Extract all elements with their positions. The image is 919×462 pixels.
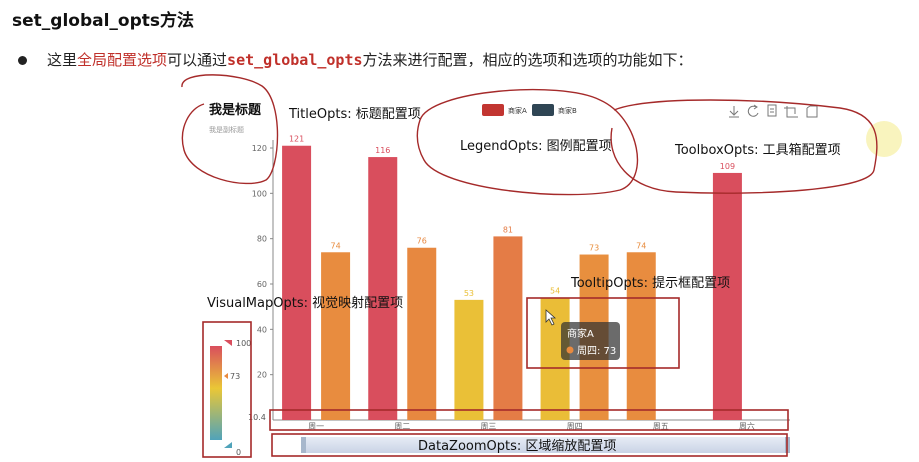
x-tick-label: 周六 — [739, 421, 755, 431]
bars-group: 121 74 116 76 53 81 54 73 74 109 — [282, 135, 742, 421]
y-tick-label: 40 — [257, 325, 267, 334]
toolbox[interactable] — [729, 104, 818, 118]
y-tick-label: 100 — [252, 189, 267, 198]
bar-data-label: 81 — [503, 225, 513, 234]
bar-商家B-周一[interactable] — [321, 252, 351, 420]
x-tick-label: 周五 — [653, 422, 669, 431]
intro-bullet: 这里全局配置选项可以通过set_global_opts方法来进行配置，相应的选项… — [18, 49, 693, 70]
bar-data-label: 74 — [636, 241, 646, 250]
datazoom-annotation-box — [271, 433, 788, 457]
bar-data-label: 121 — [289, 135, 304, 144]
bar-data-label: 76 — [417, 237, 427, 246]
cursor-hand-icon — [545, 309, 557, 326]
x-tick-label: 周一 — [308, 422, 324, 431]
data-zoom-track[interactable] — [305, 437, 790, 453]
visual-map[interactable]: 100 73 0 — [210, 339, 251, 457]
tooltip: 商家A 周四: 73 — [561, 322, 620, 360]
bar-data-label: 73 — [589, 244, 599, 253]
bullet-dot-icon — [18, 56, 27, 65]
legend-label-b[interactable]: 商家B — [558, 106, 577, 115]
visual-map-bar — [210, 346, 222, 440]
bar-data-label: 74 — [330, 241, 340, 250]
y-tick-label: 60 — [257, 280, 267, 289]
visual-map-low-handle[interactable] — [224, 442, 232, 448]
tooltip-series: 商家A — [567, 327, 594, 340]
axis-extra-label: 10.4 — [248, 413, 266, 422]
tooltip-value: 周四: 73 — [577, 345, 616, 357]
tooltip-box — [561, 322, 620, 360]
visualmap-opts-label: VisualMapOpts: 视觉映射配置项 — [207, 295, 403, 311]
chart-legend[interactable]: 商家A 商家B — [482, 104, 577, 116]
tooltip-opts-label: TooltipOpts: 提示框配置项 — [570, 275, 730, 291]
legend-label-a[interactable]: 商家A — [508, 106, 527, 115]
visualmap-annotation-box — [202, 321, 252, 458]
restore-icon[interactable] — [806, 105, 818, 118]
bar-商家B-周二[interactable] — [407, 247, 437, 420]
bullet-suffix: 方法来进行配置，相应的选项和选项的功能如下： — [362, 51, 693, 69]
x-axis-labels: 周一 周二 周三 周四 周五 周六 — [308, 421, 755, 431]
y-tick-label: 20 — [257, 371, 267, 380]
bar-data-label: 54 — [550, 287, 560, 296]
bar-data-label: 53 — [464, 289, 474, 298]
toolbox-opts-label: ToolboxOpts: 工具箱配置项 — [674, 142, 841, 158]
datazoom-opts-label: DataZoomOpts: 区域缩放配置项 — [418, 438, 616, 454]
bar-商家A-周一[interactable] — [282, 145, 312, 420]
visual-map-high-label: 100 — [236, 339, 251, 348]
bullet-prefix: 这里 — [47, 51, 78, 69]
title-annotation-loop — [181, 74, 279, 185]
zoom-icon[interactable] — [784, 106, 798, 118]
visual-map-low-label: 0 — [236, 448, 241, 457]
legend-swatch-b — [532, 104, 554, 116]
bar-data-label: 109 — [720, 162, 735, 171]
y-axis-ticks: 20 40 60 80 100 120 — [252, 144, 273, 380]
chart-subtitle: 我是副标题 — [209, 125, 244, 134]
cursor-highlight-icon — [866, 121, 902, 157]
visual-map-indicator-icon — [224, 373, 228, 379]
page-heading: set_global_opts方法 — [12, 11, 195, 31]
title-opts-label: TitleOpts: 标题配置项 — [288, 107, 421, 122]
toolbox-annotation-loop — [610, 99, 878, 194]
bar-商家B-周三[interactable] — [493, 236, 523, 420]
y-tick-label: 120 — [252, 144, 267, 153]
chart-title: 我是标题 — [209, 102, 262, 118]
tooltip-annotation-box — [526, 297, 680, 369]
x-tick-label: 周三 — [480, 422, 496, 431]
bullet-code: set_global_opts — [227, 51, 363, 69]
legend-swatch-a — [482, 104, 504, 116]
bullet-middle: 可以通过 — [167, 51, 228, 69]
refresh-icon[interactable] — [747, 104, 759, 117]
visual-map-high-handle[interactable] — [224, 340, 232, 346]
legend-opts-label: LegendOpts: 图例配置项 — [460, 139, 612, 154]
x-tick-label: 周四 — [567, 422, 583, 431]
bar-商家A-周五[interactable] — [626, 252, 656, 420]
y-tick-label: 80 — [257, 235, 267, 244]
x-tick-label: 周二 — [394, 422, 410, 431]
bullet-highlight: 全局配置选项 — [77, 51, 168, 69]
bar-商家A-周三[interactable] — [454, 299, 484, 420]
tooltip-marker-icon — [566, 346, 574, 354]
visual-map-current-label: 73 — [230, 372, 240, 381]
xaxis-annotation-box — [269, 409, 789, 431]
data-view-icon[interactable] — [767, 104, 777, 117]
bar-商家A-周六[interactable] — [712, 172, 742, 420]
legend-annotation-loop — [416, 88, 639, 196]
bar-商家A-周二[interactable] — [368, 157, 398, 421]
data-zoom-left-handle[interactable] — [301, 437, 306, 453]
bar-data-label: 116 — [375, 146, 390, 155]
download-icon[interactable] — [729, 106, 739, 118]
